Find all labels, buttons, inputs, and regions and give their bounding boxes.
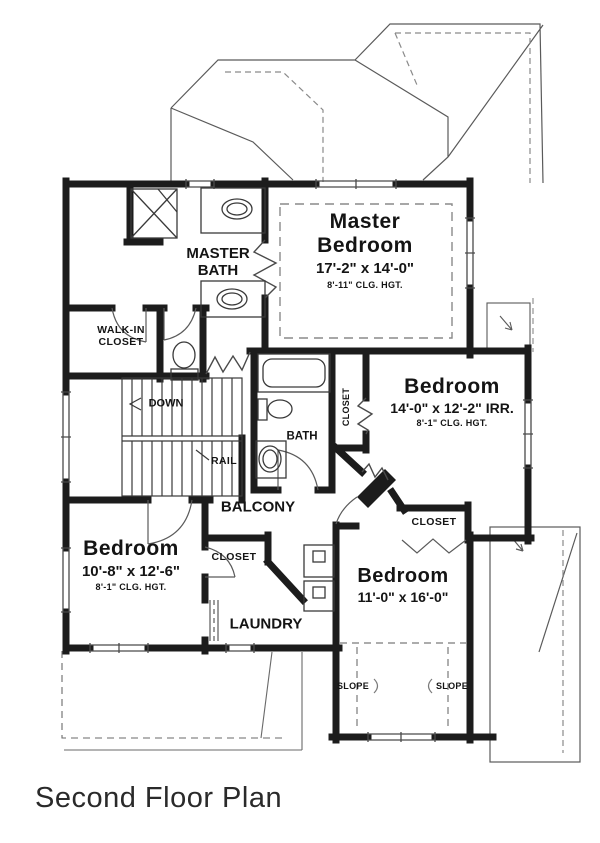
bedroom-left-dims: 10'-8" x 12'-6" bbox=[81, 563, 181, 581]
plan-title: Second Floor Plan bbox=[35, 782, 283, 814]
porch-roof-outline bbox=[61, 651, 303, 751]
balcony-label: BALCONY bbox=[220, 498, 296, 516]
door-swings bbox=[111, 307, 467, 641]
bedroom-left-name: Bedroom bbox=[83, 537, 179, 561]
washer-dryer bbox=[303, 544, 335, 612]
closet-bedroom-right-label: CLOSET bbox=[340, 387, 351, 427]
rail-leader-line bbox=[195, 449, 210, 461]
bath-label: BATH bbox=[286, 430, 318, 443]
windows bbox=[61, 179, 533, 742]
bedroom-right-name: Bedroom bbox=[404, 375, 500, 399]
master-bedroom-ceiling: 8'-11" CLG. HGT. bbox=[327, 279, 403, 290]
bedroom-bottom-dims: 11'-0" x 16'-0" bbox=[357, 588, 449, 605]
shower-fixture bbox=[130, 188, 178, 239]
walk-in-closet-label: WALK-IN CLOSET bbox=[97, 323, 145, 348]
walls bbox=[62, 177, 535, 744]
master-bedroom-dashed-box bbox=[279, 203, 453, 339]
roof-dormer-right bbox=[486, 298, 534, 352]
bedroom-right-dims: 14'-0" x 12'-2" IRR. bbox=[390, 400, 514, 417]
master-bath-label: MASTER BATH bbox=[186, 244, 250, 279]
wall-break-symbols bbox=[205, 239, 389, 481]
bifold-closet-bottom bbox=[401, 538, 467, 554]
toilet-hall-bath bbox=[257, 398, 293, 421]
toilet-master bbox=[170, 341, 199, 381]
bedroom-right-ceiling: 8'-1" CLG. HGT. bbox=[416, 418, 488, 429]
down-arrow bbox=[128, 397, 142, 411]
stairs bbox=[121, 377, 243, 497]
master-bath-sink-bottom bbox=[200, 280, 266, 318]
slope-lines bbox=[340, 642, 466, 730]
slope-right-label: SLOPE bbox=[435, 680, 469, 691]
slope-left-label: SLOPE bbox=[336, 680, 370, 691]
down-label: DOWN bbox=[148, 397, 184, 410]
master-bedroom-name: Master Bedroom bbox=[317, 210, 413, 258]
door-leaf-bedroom-bottom bbox=[357, 469, 396, 508]
master-bath-sink-top bbox=[200, 187, 266, 234]
bedroom-bottom-label: Bedroom 11'-0" x 16'-0" bbox=[357, 565, 448, 605]
closet-bedroom-left-label: CLOSET bbox=[211, 550, 257, 563]
bedroom-left-label: Bedroom 10'-8" x 12'-6" 8'-1" CLG. HGT. bbox=[82, 537, 180, 593]
bedroom-left-ceiling: 8'-1" CLG. HGT. bbox=[95, 582, 167, 593]
bathtub bbox=[257, 353, 331, 393]
roof-outline bbox=[170, 23, 544, 184]
laundry-label: LAUNDRY bbox=[229, 615, 303, 633]
roof-strip-right bbox=[489, 526, 581, 763]
master-bedroom-label: Master Bedroom 17'-2" x 14'-0" 8'-11" CL… bbox=[303, 210, 428, 290]
sink-hall-bath bbox=[255, 440, 287, 479]
master-bedroom-dims: 17'-2" x 14'-0" bbox=[315, 260, 415, 278]
rail-label: RAIL bbox=[210, 454, 238, 467]
bedroom-right-label: Bedroom 14'-0" x 12'-2" IRR. 8'-1" CLG. … bbox=[390, 375, 513, 429]
closet-bedroom-bottom-label: CLOSET bbox=[411, 515, 457, 528]
bedroom-bottom-name: Bedroom bbox=[357, 564, 449, 587]
